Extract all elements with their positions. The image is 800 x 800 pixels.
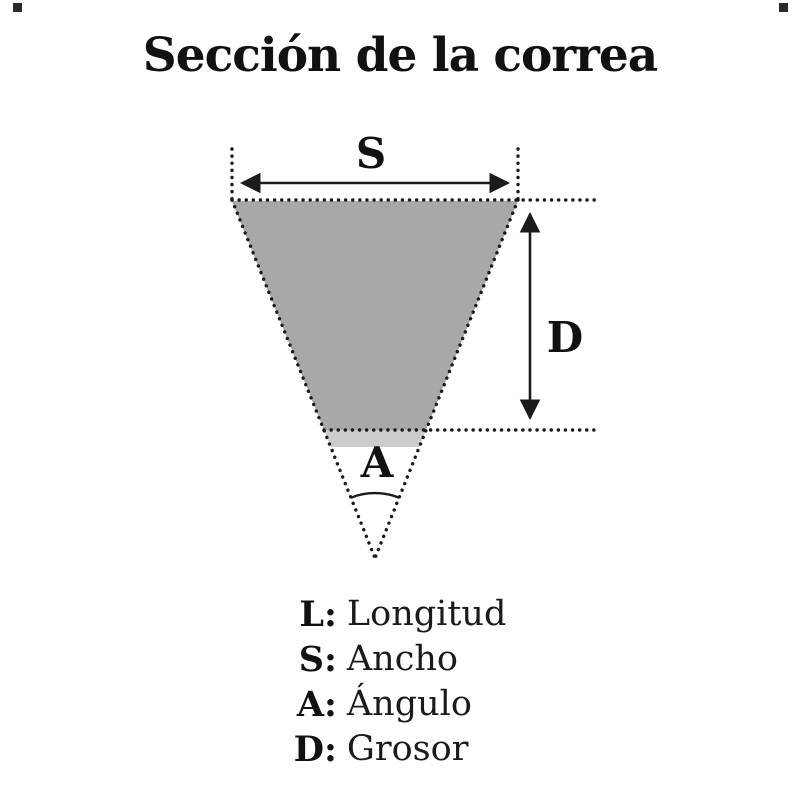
belt-cross-section-lower-strip <box>324 430 426 447</box>
measurement-arrows <box>239 172 541 499</box>
legend-key-length: L: <box>299 594 337 635</box>
legend-label-length: Longitud <box>346 594 507 634</box>
corner-mark-right <box>779 3 788 12</box>
legend-key-thickness: D: <box>293 729 337 770</box>
legend-label-width: Ancho <box>346 639 458 679</box>
corner-mark-left <box>13 3 22 12</box>
legend: L: Longitud S: Ancho A: Ángulo D: Grosor <box>0 592 800 772</box>
legend-grid: L: Longitud S: Ancho A: Ángulo D: Grosor <box>294 592 507 772</box>
angle-label: A <box>360 438 395 487</box>
legend-label-thickness: Grosor <box>346 729 469 769</box>
depth-label: D <box>547 313 583 362</box>
legend-key-angle: A: <box>296 684 337 725</box>
belt-cross-section-shape <box>232 201 518 430</box>
width-label: S <box>356 129 386 178</box>
page-title: Sección de la correa <box>142 28 658 83</box>
angle-arc <box>350 491 400 499</box>
legend-label-angle: Ángulo <box>346 684 472 724</box>
legend-key-width: S: <box>298 639 337 680</box>
